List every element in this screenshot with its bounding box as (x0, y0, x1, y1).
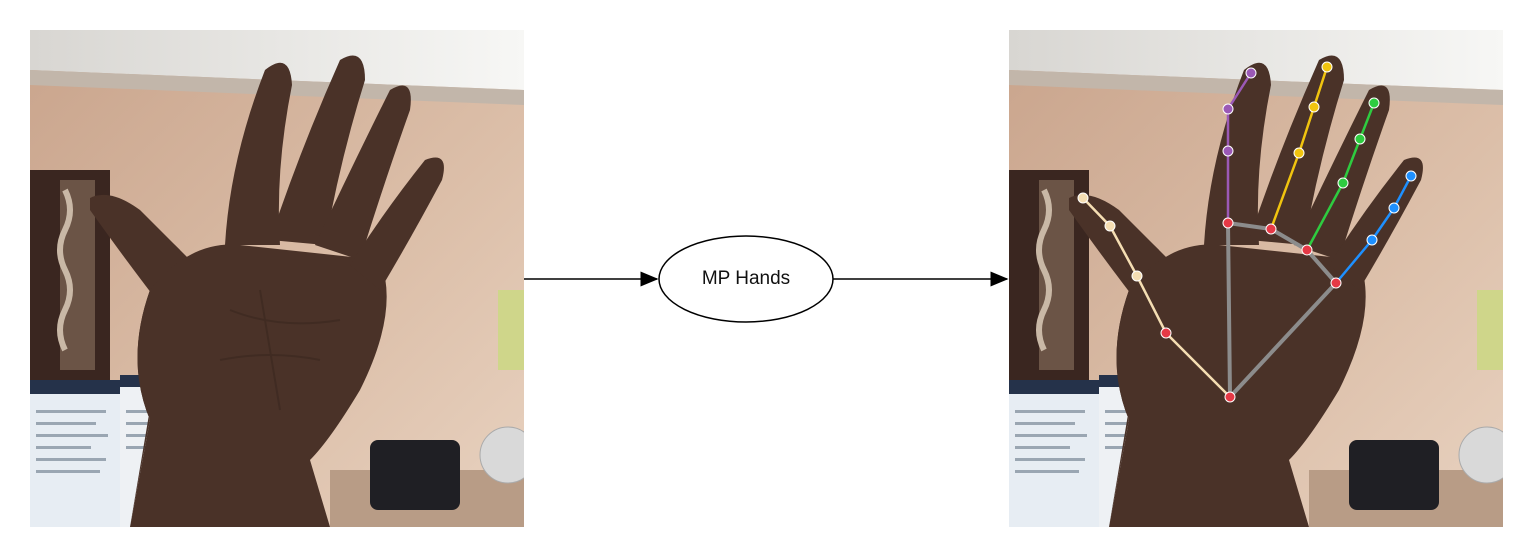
pinky-finger-connection (1334, 238, 1374, 285)
hand-landmark-skeleton (1077, 61, 1417, 403)
ring-finger-connection (1305, 181, 1345, 252)
middle-finger-connection (1312, 65, 1329, 109)
palm-landmark (1160, 327, 1172, 339)
pinky-finger-connection (1370, 206, 1396, 242)
pinky-finger-landmark (1405, 170, 1417, 182)
ring-finger-landmark (1337, 177, 1349, 189)
index-finger-landmark (1245, 67, 1257, 79)
middle-finger-connection (1269, 151, 1301, 231)
palm-landmark (1224, 391, 1236, 403)
thumb-connection (1164, 331, 1232, 399)
palm-connection (1269, 227, 1309, 252)
hand-landmarks-photo-icon (1009, 30, 1503, 527)
pinky-finger-connection (1392, 174, 1413, 210)
palm-landmark (1301, 244, 1313, 256)
ring-finger-landmark (1354, 133, 1366, 145)
palm-connection (1226, 221, 1273, 231)
middle-finger-landmark (1308, 101, 1320, 113)
index-finger-landmark (1222, 145, 1234, 157)
pinky-finger-landmark (1366, 234, 1378, 246)
thumb-landmark (1104, 220, 1116, 232)
palm-connection (1226, 221, 1232, 399)
output-hand-landmarks-photo (1009, 30, 1503, 527)
middle-finger-connection (1297, 105, 1316, 155)
ring-finger-landmark (1368, 97, 1380, 109)
middle-finger-landmark (1293, 147, 1305, 159)
palm-landmark (1330, 277, 1342, 289)
middle-finger-landmark (1321, 61, 1333, 73)
hand-photo-icon (30, 30, 524, 527)
palm-connection (1228, 281, 1338, 399)
palm-landmark (1265, 223, 1277, 235)
thumb-landmark (1077, 192, 1089, 204)
thumb-connection (1135, 274, 1168, 335)
ring-finger-connection (1358, 101, 1376, 141)
palm-connection (1305, 248, 1338, 285)
input-hand-photo (30, 30, 524, 527)
index-finger-connection (1226, 71, 1253, 111)
thumb-connection (1081, 196, 1112, 228)
thumb-connection (1108, 224, 1139, 278)
process-node-ellipse (658, 235, 834, 323)
pinky-finger-landmark (1388, 202, 1400, 214)
palm-landmark (1222, 217, 1234, 229)
index-finger-landmark (1222, 103, 1234, 115)
ring-finger-connection (1341, 137, 1362, 185)
thumb-landmark (1131, 270, 1143, 282)
